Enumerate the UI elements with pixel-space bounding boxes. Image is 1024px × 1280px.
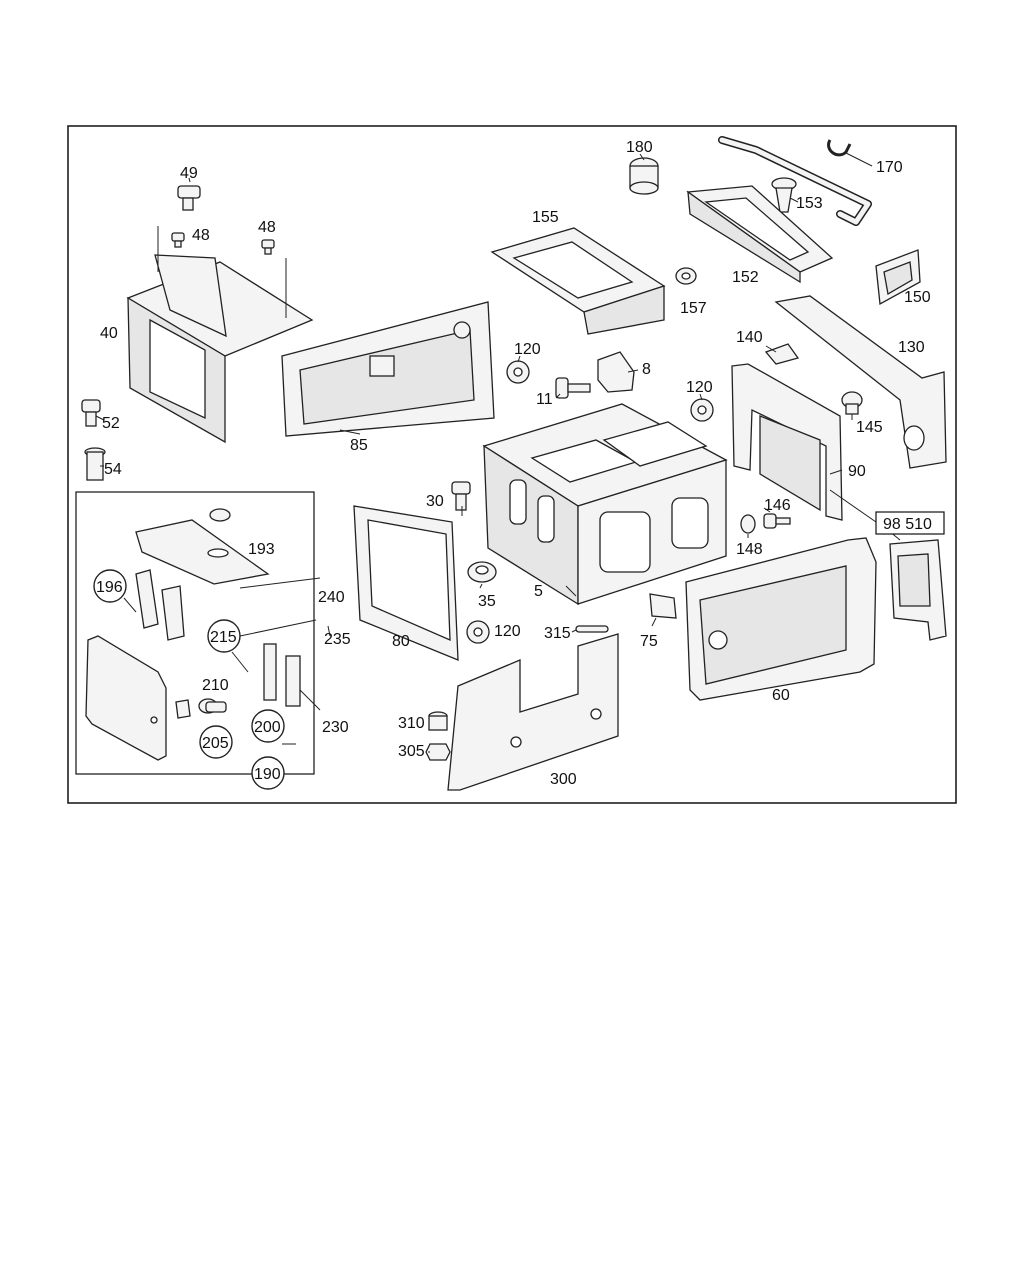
part-98510-insert [889, 539, 947, 641]
callout-98-510: 98 510 [883, 516, 932, 533]
callout-153: 153 [796, 195, 823, 212]
callout-230: 230 [322, 719, 349, 736]
callout-155: 155 [532, 209, 559, 226]
callout-120-bottom: 120 [494, 623, 521, 640]
callout-48-left: 48 [192, 227, 210, 244]
part-146-bolt [763, 513, 791, 529]
callout-75: 75 [640, 633, 658, 650]
callout-200: 200 [254, 719, 281, 736]
part-40-bracket [126, 254, 314, 444]
callout-80: 80 [392, 633, 410, 650]
callout-300: 300 [550, 771, 577, 788]
part-196-bracket [135, 569, 185, 641]
callout-190-circle [251, 756, 285, 790]
part-210-latch [175, 699, 191, 719]
part-155-lid [490, 227, 666, 335]
part-48-clip-left [171, 232, 185, 248]
part-75-clip [649, 593, 677, 619]
callout-215-circle [207, 619, 241, 653]
callout-5: 5 [534, 583, 543, 600]
part-193-cover [135, 508, 270, 585]
callout-193: 193 [248, 541, 275, 558]
callout-140: 140 [736, 329, 763, 346]
part-200-hinge [263, 643, 301, 707]
part-305-nut [425, 743, 451, 761]
callout-145: 145 [856, 419, 883, 436]
part-48-clip-right [261, 239, 275, 255]
callout-215: 215 [210, 629, 237, 646]
part-130-trim [774, 295, 947, 469]
callout-190: 190 [254, 766, 281, 783]
callout-60: 60 [772, 687, 790, 704]
part-120-grommet-a [506, 360, 530, 384]
part-85-panel [281, 301, 495, 437]
part-153-pin [771, 177, 797, 213]
part-90-panel [731, 363, 843, 521]
part-300-panel [447, 633, 619, 791]
callout-152: 152 [732, 269, 759, 286]
callout-196-circle [93, 569, 127, 603]
part-8-clip [597, 351, 635, 393]
callout-30: 30 [426, 493, 444, 510]
part-150-bracket [875, 249, 921, 306]
part-30-bolt [451, 481, 471, 511]
callout-11: 11 [536, 391, 553, 408]
part-35-grommet [467, 561, 497, 583]
callout-49: 49 [180, 165, 198, 182]
callout-85: 85 [350, 437, 368, 454]
part-52-screw [81, 399, 101, 427]
part-80-frame [353, 505, 459, 661]
callout-130: 130 [898, 339, 925, 356]
callout-48-right: 48 [258, 219, 276, 236]
callout-310: 310 [398, 715, 425, 732]
callout-180: 180 [626, 139, 653, 156]
part-120-grommet-c [466, 620, 490, 644]
callout-148: 148 [736, 541, 763, 558]
part-190-door [85, 635, 167, 761]
callout-200-circle [251, 709, 285, 743]
part-148-washer [740, 514, 756, 534]
callout-210: 210 [202, 677, 229, 694]
callout-150: 150 [904, 289, 931, 306]
part-152-tray [686, 185, 834, 284]
callout-120-right: 120 [686, 379, 713, 396]
part-157-grommet [675, 267, 697, 285]
part-145-clip [841, 391, 863, 415]
callout-305: 305 [398, 743, 425, 760]
callout-90: 90 [848, 463, 866, 480]
callout-146: 146 [764, 497, 791, 514]
diagram-frame [67, 125, 957, 804]
callout-120-top: 120 [514, 341, 541, 358]
callout-170: 170 [876, 159, 903, 176]
callout-54: 54 [104, 461, 122, 478]
leader-lines [95, 151, 901, 753]
callout-240: 240 [318, 589, 345, 606]
part-5-frame [482, 403, 728, 606]
part-60-panel [685, 537, 877, 701]
part-54-sleeve [84, 447, 106, 481]
part-205-lock [198, 698, 227, 714]
part-180-cap [629, 157, 659, 195]
callout-205-circle [199, 725, 233, 759]
callout-98-510-box: 98 510 [875, 511, 945, 535]
part-11-screw [555, 377, 591, 399]
callout-40: 40 [100, 325, 118, 342]
part-140-clip [764, 343, 800, 365]
callout-235: 235 [324, 631, 351, 648]
callout-157: 157 [680, 300, 707, 317]
callout-52: 52 [102, 415, 120, 432]
subassembly-frame [75, 491, 315, 775]
part-315-rod [575, 625, 609, 633]
part-120-grommet-b [690, 398, 714, 422]
callout-205: 205 [202, 735, 229, 752]
callout-35: 35 [478, 593, 496, 610]
callout-196: 196 [96, 579, 123, 596]
part-170-handle [718, 136, 872, 226]
part-310-spacer [428, 711, 448, 731]
callout-8: 8 [642, 361, 651, 378]
callout-315: 315 [544, 625, 571, 642]
part-49-screw [177, 185, 201, 211]
callout-labels: 49 48 48 40 52 54 85 155 157 180 153 170… [93, 139, 945, 790]
